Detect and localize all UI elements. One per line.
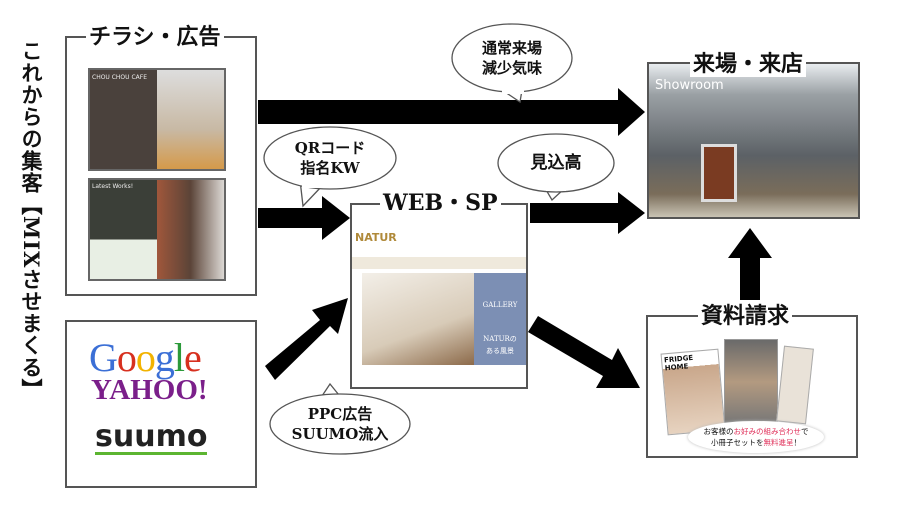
bubble-prospect-text: 見込高 <box>530 153 582 173</box>
flyer-image-1: CHOU CHOU CAFE <box>88 68 226 171</box>
suumo-logo: suumo <box>95 419 208 455</box>
showroom-door <box>701 144 737 202</box>
bubble-qr-text: QRコード 指名KW <box>294 139 366 177</box>
site-hero-photo <box>362 273 474 365</box>
gallery-text: NATURの ある風景 <box>483 335 517 355</box>
site-gallery-panel: GALLERY NATURの ある風景 <box>474 273 526 365</box>
flyer-box-title: チラシ・広告 <box>86 24 224 50</box>
arrow-search-to-web <box>265 298 348 380</box>
showroom-sign: Showroom <box>655 78 724 93</box>
site-logo: NATUR <box>355 231 397 244</box>
brochure-title: 資料請求 <box>698 303 793 329</box>
brochure-cover: FRIDGE HOME <box>660 348 726 436</box>
arrow-flyer-to-showroom <box>258 88 645 136</box>
arrow-brochure-to-showroom <box>728 228 772 300</box>
web-box: NATUR GALLERY NATURの ある風景 <box>350 203 528 389</box>
side-title: これからの集客【MIXさせまくる】 <box>19 40 44 401</box>
arrow-web-to-brochure <box>528 316 640 388</box>
flyer-image-2: Latest Works! <box>88 178 226 281</box>
arrow-web-to-showroom <box>530 192 645 234</box>
flyer-box: CHOU CHOU CAFE Latest Works! <box>65 36 257 296</box>
showroom-title: 来場・来店 <box>690 51 807 77</box>
brochure-caption: お客様のお好みの組み合わせで 小冊子セットを無料進呈！ <box>688 421 824 453</box>
brochure-box: FRIDGE HOME お客様のお好みの組み合わせで 小冊子セットを無料進呈！ <box>646 315 858 458</box>
web-box-title: WEB・SP <box>380 190 501 216</box>
search-box: Google YAHOO! suumo <box>65 320 257 488</box>
yahoo-logo: YAHOO! <box>91 374 208 406</box>
site-nav <box>352 257 526 269</box>
flyer2-heading: Latest Works! <box>90 180 157 279</box>
flyer1-heading: CHOU CHOU CAFE <box>90 70 157 169</box>
brochure-page-2 <box>724 339 778 425</box>
brochure-page-3 <box>776 345 814 425</box>
bubble-visits-text: 通常来場 減少気味 <box>481 39 542 77</box>
gallery-label: GALLERY <box>482 301 518 309</box>
showroom-photo: Showroom <box>647 62 860 219</box>
arrow-flyer-to-web <box>258 196 350 240</box>
bubble-ppc-text: PPC広告 SUUMO流入 <box>291 405 389 443</box>
google-logo: Google <box>89 335 202 380</box>
